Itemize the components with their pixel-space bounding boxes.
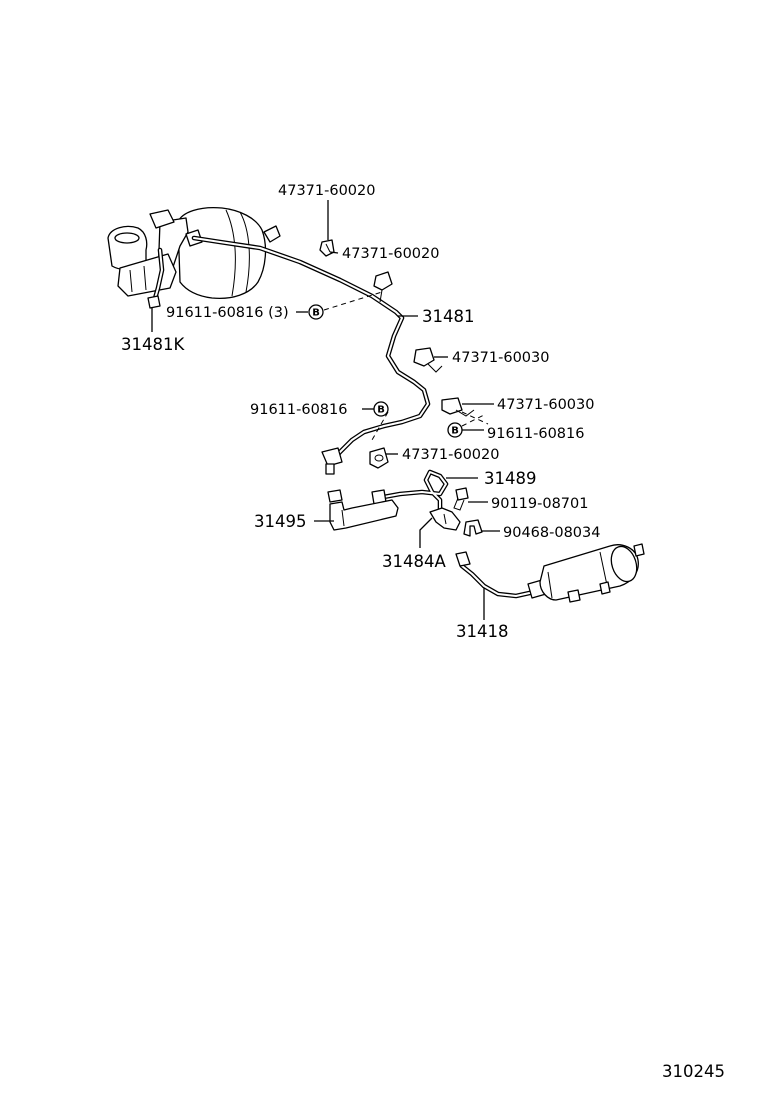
clamp-47371-60030-mid xyxy=(413,347,443,373)
clamp-47371-60020-upper xyxy=(373,271,393,303)
callout-bolt-mid: 91611-60816 xyxy=(250,402,348,418)
circled-b-left: B xyxy=(308,304,324,320)
callout-tube-lower: 31489 xyxy=(484,469,537,488)
leader-lines xyxy=(151,200,500,620)
callout-tube-master: 31481K xyxy=(121,335,185,354)
callout-bolt-left: 91611-60816 (3) xyxy=(166,305,289,321)
callout-bolt-lower: 90119-08701 xyxy=(491,496,589,512)
bracket-31484A xyxy=(429,507,461,531)
svg-text:B: B xyxy=(377,405,385,416)
callout-clamp-mid2: 47371-60030 xyxy=(497,397,595,413)
callout-clamp-upper: 47371-60020 xyxy=(342,246,440,262)
circled-b-mid: B xyxy=(373,401,389,417)
callout-clamp-top: 47371-60020 xyxy=(278,183,376,199)
figure-id: 310245 xyxy=(662,1062,725,1081)
clamp-47371-60020-lower xyxy=(369,447,389,469)
callout-clip: 90468-08034 xyxy=(503,525,601,541)
clip-90468-08034 xyxy=(463,519,483,537)
callout-tube-main: 31481 xyxy=(422,307,475,326)
callout-bolt-right: 91611-60816 xyxy=(487,426,585,442)
callout-hose: 31418 xyxy=(456,622,509,641)
hose-31418 xyxy=(455,551,547,599)
tube-31481 xyxy=(191,235,431,475)
callout-clamp-lower: 47371-60020 xyxy=(402,447,500,463)
bracket-31495 xyxy=(327,489,399,531)
clamp-47371-60020-top xyxy=(319,239,335,257)
clamp-47371-60030-right xyxy=(441,397,475,417)
master-cylinder-booster-assembly xyxy=(107,206,281,309)
bolt-90119-08701 xyxy=(453,487,469,511)
callout-clamp-mid: 47371-60030 xyxy=(452,350,550,366)
release-cylinder xyxy=(539,543,645,603)
svg-text:B: B xyxy=(312,308,320,319)
circled-b-right: B xyxy=(447,422,463,438)
callout-bracket-left: 31495 xyxy=(254,512,307,531)
svg-text:B: B xyxy=(451,426,459,437)
callout-bracket-small: 31484A xyxy=(382,552,446,571)
